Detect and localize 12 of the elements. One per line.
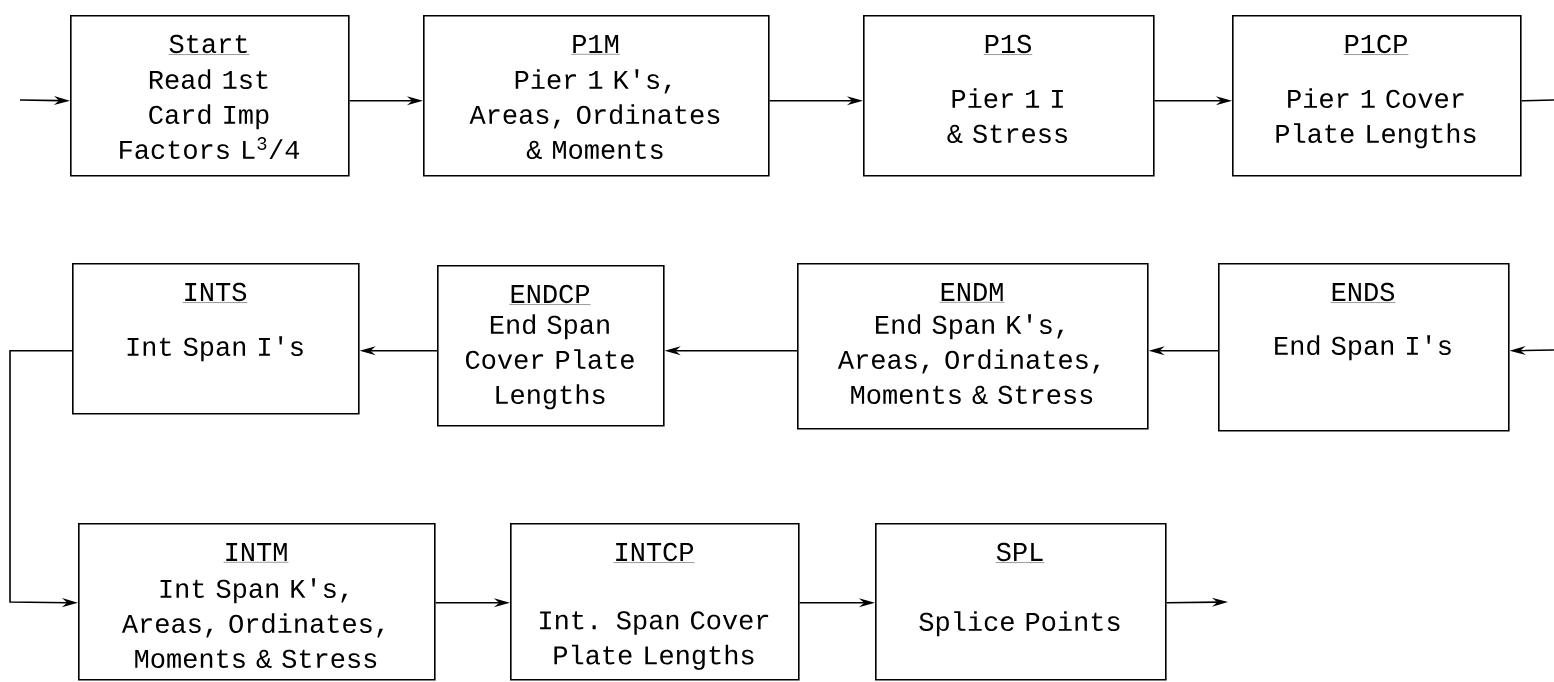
process-box: SPL Splice Points bbox=[875, 523, 1167, 681]
process-box: INTCP Int. Span Cover Plate Lengths bbox=[510, 523, 800, 681]
process-box: INTS Int Span I's bbox=[72, 263, 360, 415]
process-box: ENDCP End Span Cover Plate Lengths bbox=[437, 265, 665, 427]
process-box: Start Read 1st Card Imp Factors L$^{3}$/4 bbox=[70, 15, 350, 177]
process-box: P1M Pier 1 K's, Areas, Ordinates & Moments bbox=[423, 15, 770, 177]
connector-line bbox=[1520, 99, 1554, 102]
process-box: ENDM End Span K's, Areas, Ordinates, Moments & Stress bbox=[797, 263, 1149, 430]
process-box: P1CP Pier 1 Cover Plate Lengths bbox=[1232, 15, 1522, 177]
process-box: ENDS End Span I's bbox=[1218, 263, 1510, 432]
process-box: INTM Int Span K's, Areas, Ordinates, Moments & Stress bbox=[78, 523, 436, 681]
process-box: P1S Pier 1 I & Stress bbox=[863, 15, 1155, 177]
